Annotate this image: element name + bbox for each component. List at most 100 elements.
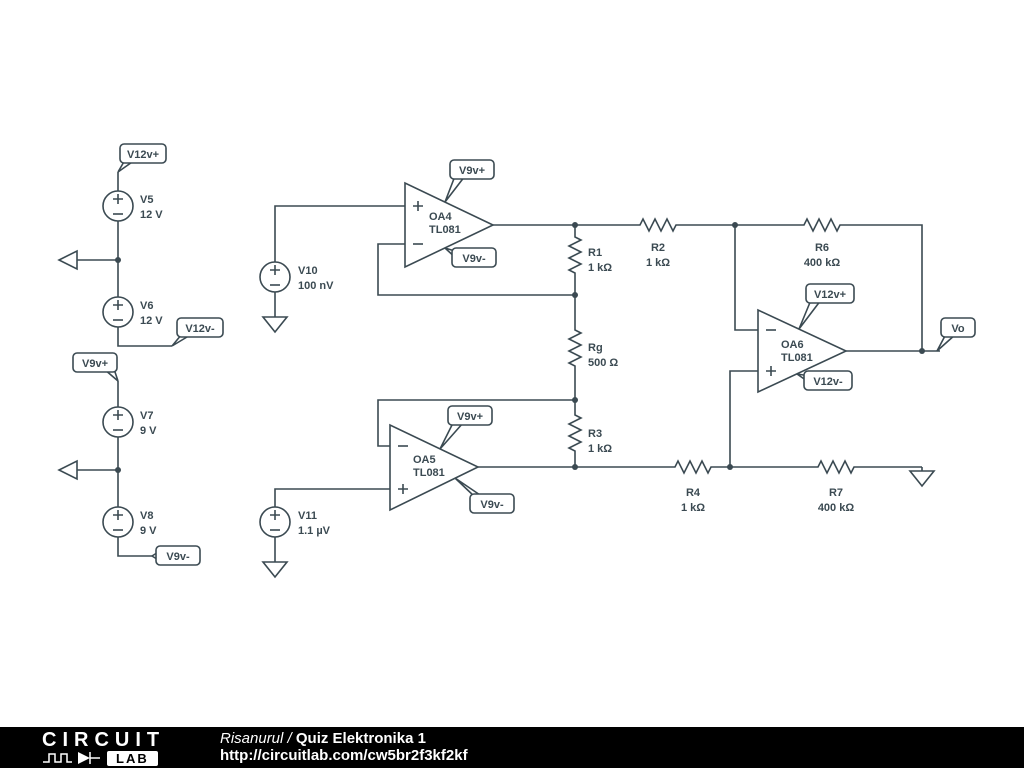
net-flag-v12-plus[interactable]: V12v+ xyxy=(117,143,167,173)
component-name: V5 xyxy=(140,194,153,206)
wire[interactable] xyxy=(377,243,575,296)
source-circle xyxy=(102,190,134,222)
component-value: 12 V xyxy=(140,315,163,327)
arrow-flag-shape xyxy=(57,249,78,271)
resistor-zigzag xyxy=(575,459,730,475)
net-flag-oa6-vplus[interactable]: V12v+ xyxy=(798,283,855,330)
resistor-r2[interactable]: R2 1 kΩ xyxy=(575,217,735,269)
junction-dot xyxy=(727,464,733,470)
source-v8[interactable]: V8 9 V xyxy=(102,506,157,538)
arrow-flag-shape xyxy=(57,459,78,481)
share-url[interactable]: http://circuitlab.com/cw5br2f3kf2kf xyxy=(220,747,468,764)
wire[interactable] xyxy=(274,488,390,507)
opamp-oa5[interactable]: OA5 TL081 xyxy=(389,423,480,512)
flag-bubble xyxy=(72,352,118,373)
resistor-r7[interactable]: R7 400 kΩ xyxy=(730,459,922,514)
component-model: TL081 xyxy=(429,224,461,236)
component-value: 1 kΩ xyxy=(646,257,670,269)
opamp-oa6[interactable]: OA6 TL081 xyxy=(757,308,848,394)
component-value: 12 V xyxy=(140,209,163,221)
resistor-zigzag xyxy=(567,400,583,467)
wire[interactable] xyxy=(274,205,405,262)
source-circle xyxy=(102,506,134,538)
flag-label: V9v- xyxy=(166,551,190,563)
source-v10[interactable]: V10 100 nV xyxy=(259,261,334,293)
flag-label: V12v- xyxy=(185,323,215,335)
wire[interactable] xyxy=(729,370,758,467)
source-v5[interactable]: V5 12 V xyxy=(102,190,163,222)
wires[interactable] xyxy=(77,172,940,562)
junction-dot xyxy=(572,397,578,403)
flag-label: V9v+ xyxy=(459,165,485,177)
resistor-zigzag xyxy=(730,459,922,475)
source-v6[interactable]: V6 12 V xyxy=(102,296,163,328)
footer-titles: Risanurul / Quiz Elektronika 1 http://ci… xyxy=(220,730,468,764)
component-name: R1 xyxy=(588,247,602,259)
wire[interactable] xyxy=(734,225,758,331)
logo-circuit-text: CIRCUIT xyxy=(42,729,166,751)
source-v7[interactable]: V7 9 V xyxy=(102,406,157,438)
ground-triangle xyxy=(908,470,936,488)
ground-triangle xyxy=(261,561,289,579)
plus-sign xyxy=(113,300,123,310)
source-circle xyxy=(259,506,291,538)
net-flag-oa5-vplus[interactable]: V9v+ xyxy=(439,405,493,450)
component-name: V11 xyxy=(298,510,317,522)
arrow-net-flag-bottom[interactable] xyxy=(57,459,78,481)
junction-dot xyxy=(115,257,121,263)
flag-bubble xyxy=(119,143,167,164)
net-flag-v9-minus-left[interactable]: V9v- xyxy=(151,545,201,566)
net-flag-oa4-vminus[interactable]: V9v- xyxy=(444,247,497,268)
flag-bubble xyxy=(451,247,497,268)
wire[interactable] xyxy=(117,327,172,347)
junction-dot xyxy=(572,222,578,228)
net-flag-oa6-vminus[interactable]: V12v- xyxy=(796,370,853,391)
resistor-r1[interactable]: R1 1 kΩ xyxy=(567,225,612,295)
component-name: V10 xyxy=(298,265,318,277)
flag-bubble xyxy=(805,283,855,304)
plus-sign xyxy=(270,510,280,520)
resistor-r6[interactable]: R6 400 kΩ xyxy=(735,217,923,351)
arrow-net-flag-top[interactable] xyxy=(57,249,78,271)
flag-pointer xyxy=(798,299,822,330)
flag-label: Vo xyxy=(951,323,965,335)
component-name: V7 xyxy=(140,410,153,422)
flag-label: V12v+ xyxy=(814,289,846,301)
component-value: 1 kΩ xyxy=(681,502,705,514)
net-flag-v12-minus[interactable]: V12v- xyxy=(171,317,224,347)
component-name: OA5 xyxy=(413,454,436,466)
flag-label: V12v+ xyxy=(127,149,159,161)
component-value: 400 kΩ xyxy=(818,502,855,514)
net-flag-vo[interactable]: Vo xyxy=(936,317,976,352)
schematic-canvas[interactable]: V5 12 V V6 12 V V7 9 V V8 9 V xyxy=(0,0,1024,727)
flag-pointer xyxy=(444,175,466,203)
resistor-r4[interactable]: R4 1 kΩ xyxy=(575,459,730,514)
wire[interactable] xyxy=(117,537,152,557)
source-v11[interactable]: V11 1.1 µV xyxy=(259,506,331,538)
opamp-oa4[interactable]: OA4 TL081 xyxy=(404,181,495,269)
component-name: OA4 xyxy=(429,211,453,223)
plus-input-sign xyxy=(413,201,423,211)
ground-triangle xyxy=(261,316,289,334)
flag-bubble xyxy=(469,493,515,514)
net-flag-oa5-vminus[interactable]: V9v- xyxy=(454,477,515,514)
component-name: OA6 xyxy=(781,339,804,351)
source-circle xyxy=(102,296,134,328)
junction-dot xyxy=(572,292,578,298)
wire[interactable] xyxy=(377,399,575,447)
resistor-rg[interactable]: Rg 500 Ω xyxy=(567,295,618,400)
net-flag-oa4-vplus[interactable]: V9v+ xyxy=(444,159,495,203)
flag-label: V9v+ xyxy=(457,411,483,423)
resistor-r3[interactable]: R3 1 kΩ xyxy=(567,400,612,467)
component-name: R7 xyxy=(829,487,843,499)
resistor-zigzag xyxy=(567,225,583,295)
net-flag-v9-plus-left[interactable]: V9v+ xyxy=(72,352,119,382)
circuitlab-logo[interactable]: CIRCUIT LAB xyxy=(42,729,165,766)
ground-symbol-r7[interactable] xyxy=(908,470,936,488)
ground-symbol-v11[interactable] xyxy=(261,561,289,579)
junction-dot xyxy=(732,222,738,228)
flag-bubble xyxy=(176,317,224,338)
flag-bubble xyxy=(449,159,495,180)
ground-symbol-v10[interactable] xyxy=(261,316,289,334)
